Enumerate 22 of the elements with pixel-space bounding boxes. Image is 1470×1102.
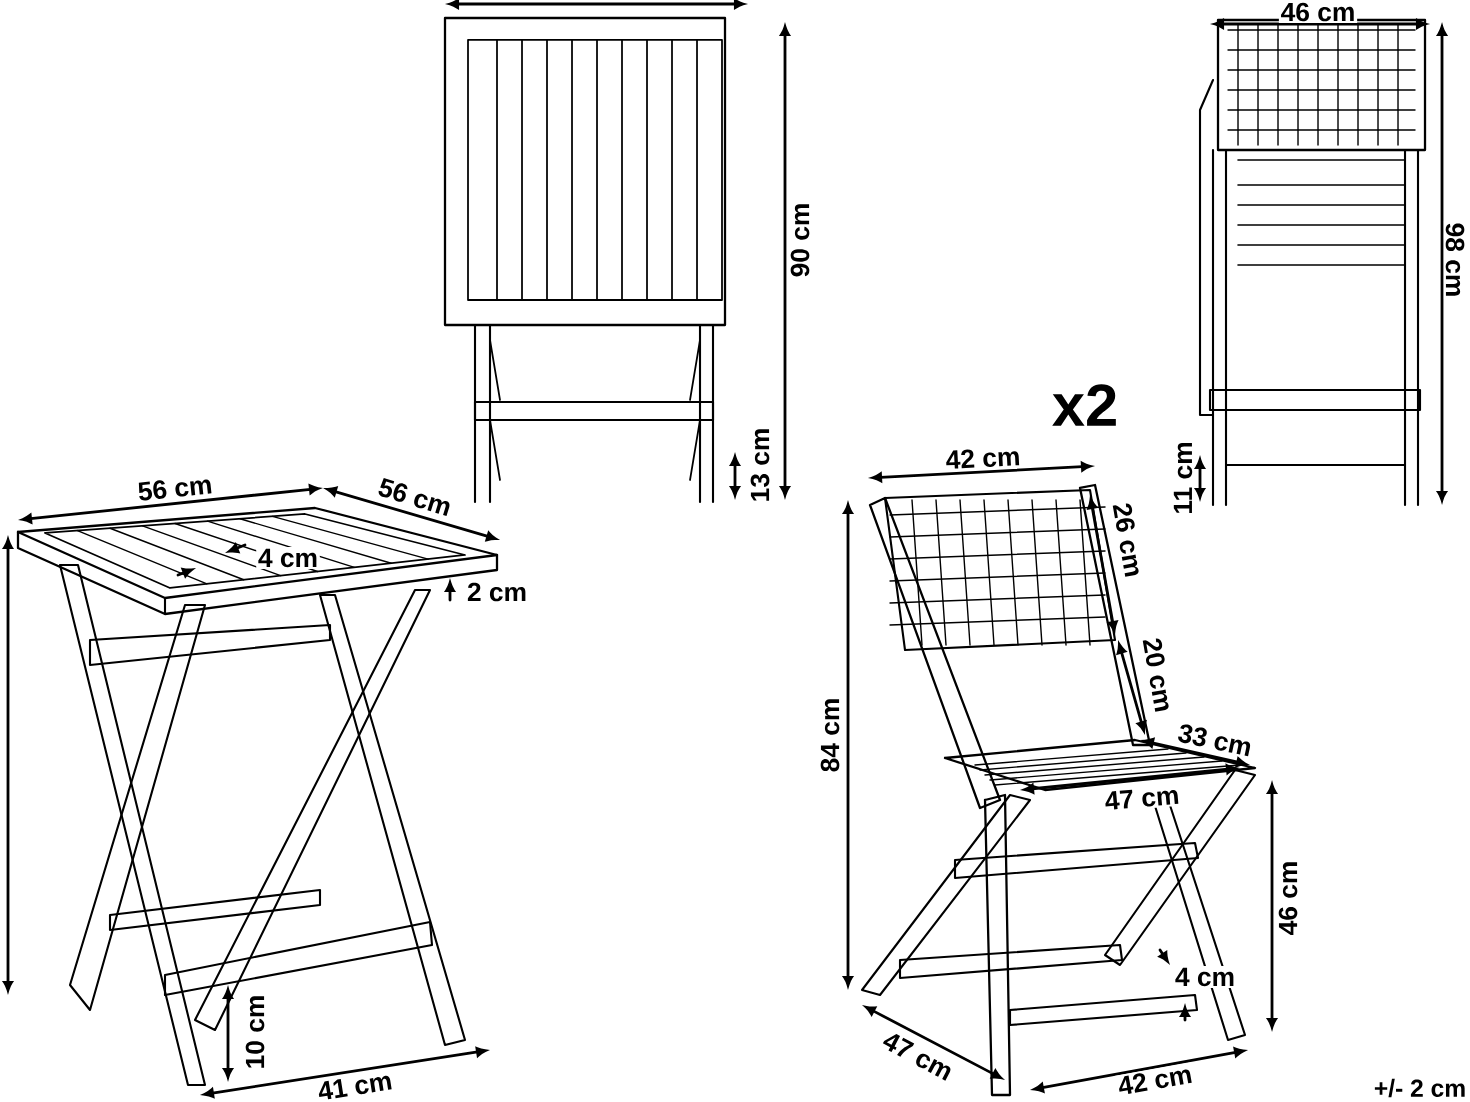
dimension-label: 90 cm [788, 200, 812, 280]
dimension-label: 46 cm [1278, 0, 1358, 24]
quantity-label: x2 [1050, 382, 1120, 428]
tolerance-note: +/- 2 cm [1372, 1077, 1468, 1099]
dimension-label: 26 cm [1110, 499, 1146, 581]
dimension-label: 13 cm [748, 425, 772, 505]
dimension-label: 33 cm [1174, 721, 1256, 759]
dimension-label: 10 cm [243, 992, 267, 1072]
dimension-label: 42 cm [943, 444, 1023, 472]
dimension-label: 47 cm [1102, 783, 1182, 813]
dimension-label: 56 cm [134, 472, 216, 504]
dimension-label: 20 cm [1140, 634, 1176, 716]
dimension-label: 46 cm [1276, 858, 1300, 938]
dimension-label: 4 cm [256, 547, 320, 569]
dimension-label: 42 cm [1114, 1062, 1196, 1098]
dimension-label: 98 cm [1443, 220, 1467, 300]
dimension-label: 84 cm [818, 695, 842, 775]
dimension-label: 56 cm [374, 474, 456, 520]
dimension-label: 11 cm [1172, 439, 1194, 517]
dimension-label: 4 cm [1173, 966, 1237, 988]
dimension-label: 2 cm [465, 580, 529, 604]
dimension-label: 41 cm [314, 1069, 396, 1102]
